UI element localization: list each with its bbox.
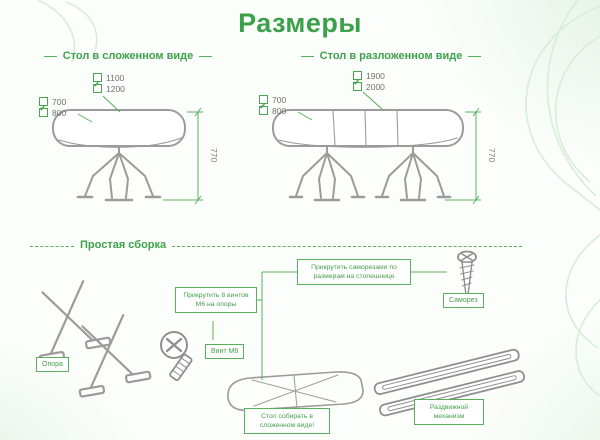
checkbox-checked-icon: ✔ xyxy=(39,104,48,117)
unfolded-height-value: 770 xyxy=(487,148,497,162)
dim-option: ✔ 1200 xyxy=(93,80,125,94)
screw-callout: Прикрутить саморезами по размерам на сто… xyxy=(297,259,411,286)
dim-option: ✔ 800 xyxy=(259,102,287,116)
unfolded-table-drawing: 770 xyxy=(272,107,497,205)
checkbox-checked-icon: ✔ xyxy=(353,78,362,91)
dim-value: 800 xyxy=(52,107,67,118)
support-legs-drawing xyxy=(38,280,152,398)
dim-option: ✔ 2000 xyxy=(353,78,385,92)
check-icon: ✔ xyxy=(39,103,47,113)
dim-option: 1900 xyxy=(353,70,385,81)
checkbox-unchecked-icon xyxy=(353,71,362,80)
unfolded-width-options: 1900 ✔ 2000 xyxy=(353,70,385,92)
unfolded-depth-options: 700 ✔ 800 xyxy=(259,94,286,116)
tabletop-assembly-drawing xyxy=(227,371,364,412)
checkbox-checked-icon: ✔ xyxy=(93,80,102,93)
dim-value: 1900 xyxy=(366,70,385,81)
checkbox-unchecked-icon xyxy=(39,97,48,106)
dim-option: 1100 xyxy=(93,72,125,83)
screw-label: Саморез xyxy=(443,293,484,309)
unfolded-section-header: Стол в разложенном виде xyxy=(298,50,484,62)
header-dash xyxy=(199,55,213,57)
checkbox-unchecked-icon xyxy=(259,95,268,104)
folded-width-options: 1100 ✔ 1200 xyxy=(93,72,125,94)
dim-value: 800 xyxy=(272,105,287,116)
check-icon: ✔ xyxy=(259,101,267,111)
check-icon: ✔ xyxy=(353,77,361,87)
unfolded-section-title: Стол в разложенном виде xyxy=(319,50,463,62)
bolt-drawing xyxy=(160,331,193,382)
dim-value: 700 xyxy=(272,94,287,105)
folded-section-header: Стол в сложенном виде xyxy=(40,50,216,62)
slide-mechanism-label: Раздвижной механизм xyxy=(414,399,484,426)
dim-value: 1100 xyxy=(106,72,125,83)
dim-option: 700 xyxy=(39,96,66,107)
support-label: Опора xyxy=(36,357,69,373)
bolt-label: Винт М6 xyxy=(205,344,245,360)
dim-value: 2000 xyxy=(366,81,385,92)
checkbox-checked-icon: ✔ xyxy=(259,102,268,115)
page-title: Размеры xyxy=(238,8,362,38)
folded-height-value: 770 xyxy=(209,148,219,162)
bolt-callout: Прикрутить 8 винтов М6 на опоры xyxy=(175,287,257,314)
header-dash xyxy=(43,55,57,57)
dim-value: 1200 xyxy=(106,83,125,94)
assembly-divider: Простая сборка xyxy=(30,239,522,252)
divider-line xyxy=(172,245,522,247)
dim-option: 700 xyxy=(259,94,286,105)
check-icon: ✔ xyxy=(93,79,101,89)
divider-line xyxy=(30,245,74,247)
folded-depth-options: 700 ✔ 800 xyxy=(39,96,66,118)
header-dash xyxy=(300,55,314,57)
header-dash xyxy=(468,55,482,57)
checkbox-unchecked-icon xyxy=(93,73,102,82)
dim-option: ✔ 800 xyxy=(39,104,67,118)
assembly-section-title: Простая сборка xyxy=(80,239,167,251)
assembly-note: Стол собирать в сложенном виде! xyxy=(244,408,330,435)
dim-value: 700 xyxy=(52,96,67,107)
folded-section-title: Стол в сложенном виде xyxy=(62,50,194,62)
